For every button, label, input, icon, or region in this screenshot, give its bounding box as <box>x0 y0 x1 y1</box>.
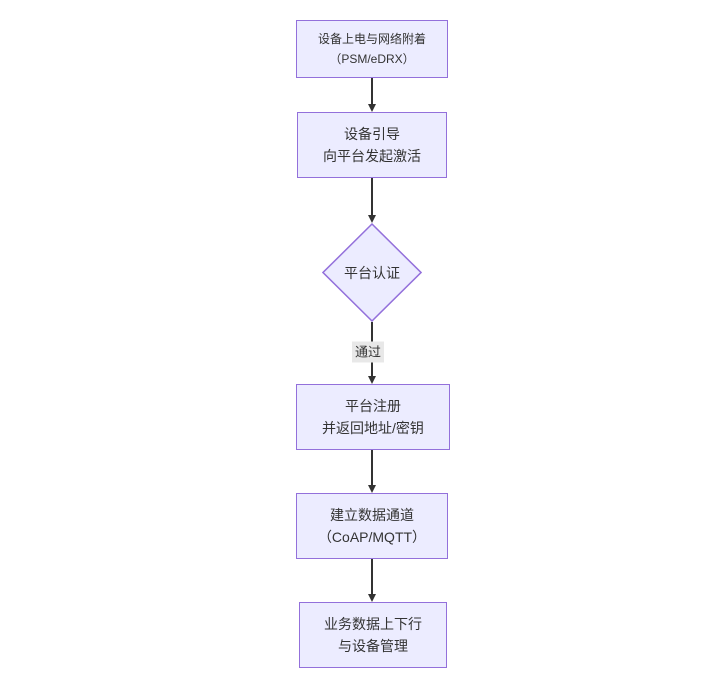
arrow-stem <box>371 450 373 486</box>
arrowhead-icon <box>368 376 376 384</box>
node-platform-register: 平台注册 并返回地址/密钥 <box>296 384 450 450</box>
node-text-line: 与设备管理 <box>338 638 408 654</box>
node-text-line: 业务数据上下行 <box>324 616 422 632</box>
node-device-bootstrap: 设备引导 向平台发起激活 <box>297 112 447 178</box>
node-text-line: 并返回地址/密钥 <box>322 420 424 436</box>
arrowhead-icon <box>368 485 376 493</box>
node-text-line: 平台注册 <box>345 398 401 414</box>
node-text-line: 平台认证 <box>344 264 400 281</box>
edge-label-pass: 通过 <box>351 341 385 363</box>
node-text-line: 向平台发起激活 <box>323 148 421 164</box>
arrow-stem <box>371 78 373 105</box>
arrowhead-icon <box>368 104 376 112</box>
node-device-power-attach: 设备上电与网络附着 （PSM/eDRX） <box>296 20 448 78</box>
arrowhead-icon <box>368 594 376 602</box>
arrow-stem <box>371 178 373 216</box>
node-text-line: 建立数据通道 <box>330 507 414 523</box>
node-text-line: 设备引导 <box>344 126 400 142</box>
node-data-channel: 建立数据通道 （CoAP/MQTT） <box>296 493 448 559</box>
arrowhead-icon <box>368 215 376 223</box>
arrow-register-to-channel <box>367 450 377 493</box>
arrow-power-to-bootstrap <box>367 78 377 112</box>
node-business-data: 业务数据上下行 与设备管理 <box>299 602 447 668</box>
node-text-line: （CoAP/MQTT） <box>317 529 427 545</box>
diamond-shape-icon <box>322 223 422 322</box>
arrow-bootstrap-to-auth <box>367 178 377 223</box>
node-text-line: （PSM/eDRX） <box>329 52 415 66</box>
node-text-line: 设备上电与网络附着 <box>317 32 426 46</box>
node-platform-auth: 平台认证 <box>322 223 422 322</box>
arrow-stem <box>371 559 373 595</box>
arrow-channel-to-business <box>367 559 377 602</box>
